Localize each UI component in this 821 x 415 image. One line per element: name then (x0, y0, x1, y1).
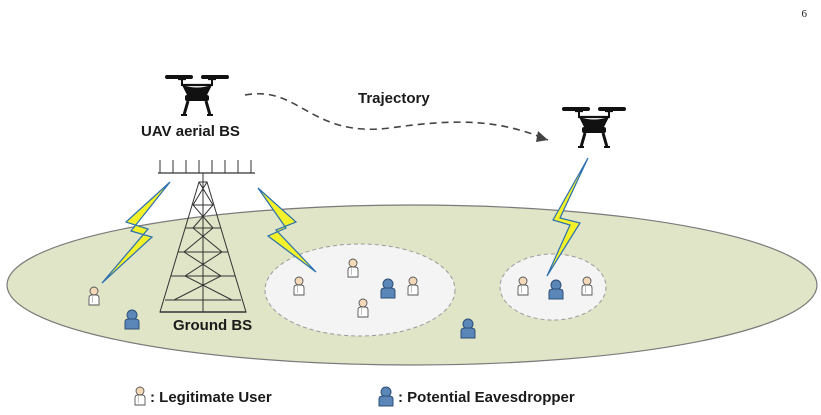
eavesdropper-icon (380, 278, 396, 299)
eavesdropper-icon (124, 309, 140, 330)
uav-label: UAV aerial BS (141, 123, 240, 140)
user-icon (581, 276, 593, 296)
user-icon (88, 286, 100, 306)
user-icon (357, 298, 369, 318)
legend-eavesdropper-label: : Potential Eavesdropper (398, 389, 575, 406)
lightning-icon (101, 181, 171, 284)
ground-bs-label: Ground BS (173, 317, 253, 334)
eavesdropper-icon (548, 279, 564, 300)
eavesdropper-icon (460, 318, 476, 339)
trajectory-path (244, 92, 549, 141)
legend-user-icon (134, 386, 146, 406)
user-icon (517, 276, 529, 296)
trajectory-label: Trajectory (358, 90, 430, 107)
lightning-icon (257, 187, 317, 273)
page-number: 6 (801, 8, 808, 20)
legend-eavesdropper-icon (378, 386, 394, 407)
antenna-array (158, 160, 255, 174)
user-icon (407, 276, 419, 296)
drone-icon (165, 75, 229, 117)
user-cluster-center (264, 243, 456, 337)
legend-legitimate-label: : Legitimate User (150, 389, 272, 406)
tower-icon (159, 173, 247, 313)
drone-icon (562, 107, 626, 149)
lightning-icon (546, 157, 589, 277)
user-icon (293, 276, 305, 296)
user-icon (347, 258, 359, 278)
arrow-head-icon (536, 131, 548, 142)
